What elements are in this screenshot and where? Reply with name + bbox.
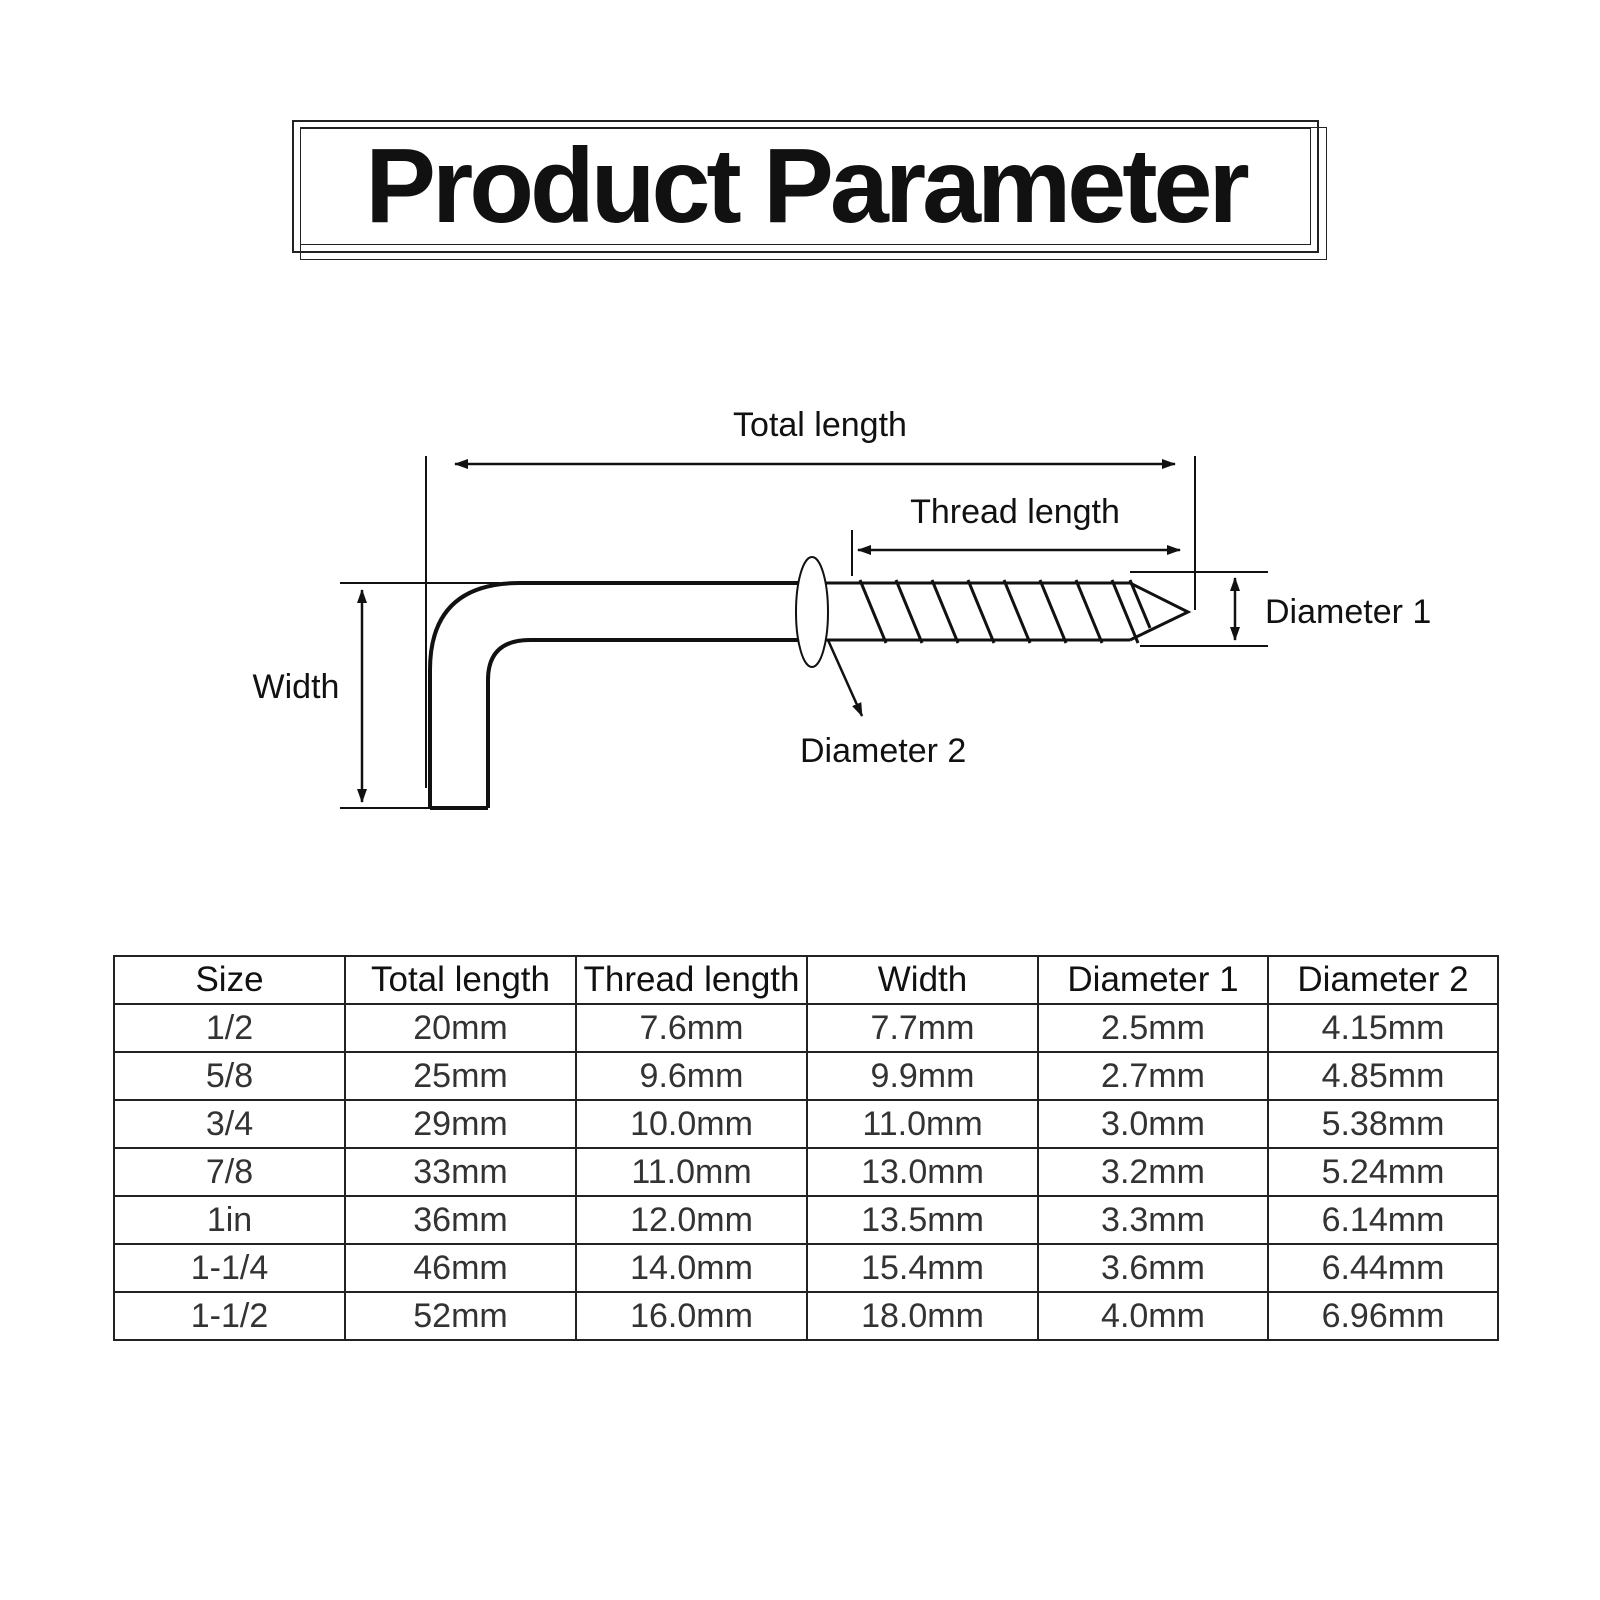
cell-total-length: 29mm xyxy=(344,1099,577,1149)
cell-width: 13.5mm xyxy=(806,1195,1039,1245)
cell-size: 1-1/2 xyxy=(113,1291,346,1341)
table-row: 1in 36mm 12.0mm 13.5mm 3.3mm 6.14mm xyxy=(113,1195,1499,1245)
cell-size: 1/2 xyxy=(113,1003,346,1053)
cell-width: 7.7mm xyxy=(806,1003,1039,1053)
cell-diameter-1: 3.3mm xyxy=(1037,1195,1269,1245)
table-row: 7/8 33mm 11.0mm 13.0mm 3.2mm 5.24mm xyxy=(113,1147,1499,1197)
spec-table: Size Total length Thread length Width Di… xyxy=(113,955,1499,1341)
thread-spirals xyxy=(858,579,1152,644)
cell-diameter-2: 6.44mm xyxy=(1267,1243,1499,1293)
cell-diameter-2: 4.15mm xyxy=(1267,1003,1499,1053)
cell-total-length: 33mm xyxy=(344,1147,577,1197)
table-row: 1-1/4 46mm 14.0mm 15.4mm 3.6mm 6.44mm xyxy=(113,1243,1499,1293)
diameter1-label: Diameter 1 xyxy=(1265,593,1431,631)
cell-size: 1in xyxy=(113,1195,346,1245)
thread-length-label: Thread length xyxy=(910,493,1120,531)
header-thread-length: Thread length xyxy=(575,955,808,1005)
cell-width: 13.0mm xyxy=(806,1147,1039,1197)
cell-thread-length: 14.0mm xyxy=(575,1243,808,1293)
cell-total-length: 25mm xyxy=(344,1051,577,1101)
cell-total-length: 20mm xyxy=(344,1003,577,1053)
table-row: 1/2 20mm 7.6mm 7.7mm 2.5mm 4.15mm xyxy=(113,1003,1499,1053)
diameter2-label: Diameter 2 xyxy=(800,732,966,770)
cell-width: 15.4mm xyxy=(806,1243,1039,1293)
cell-diameter-2: 4.85mm xyxy=(1267,1051,1499,1101)
table-row: 3/4 29mm 10.0mm 11.0mm 3.0mm 5.38mm xyxy=(113,1099,1499,1149)
header-diameter-2: Diameter 2 xyxy=(1267,955,1499,1005)
header-total-length: Total length xyxy=(344,955,577,1005)
collar-ellipse xyxy=(795,556,829,668)
cell-size: 5/8 xyxy=(113,1051,346,1101)
header-size: Size xyxy=(113,955,346,1005)
cell-diameter-2: 5.24mm xyxy=(1267,1147,1499,1197)
cell-diameter-1: 3.2mm xyxy=(1037,1147,1269,1197)
title-frame xyxy=(292,120,1319,253)
cell-diameter-1: 3.0mm xyxy=(1037,1099,1269,1149)
header-width: Width xyxy=(806,955,1039,1005)
diameter2-pointer xyxy=(826,639,864,717)
cell-total-length: 52mm xyxy=(344,1291,577,1341)
cell-size: 1-1/4 xyxy=(113,1243,346,1293)
cell-diameter-2: 5.38mm xyxy=(1267,1099,1499,1149)
page-title: Product Parameter xyxy=(365,127,1249,245)
screw-tip xyxy=(1129,581,1192,642)
cell-diameter-1: 4.0mm xyxy=(1037,1291,1269,1341)
cell-thread-length: 7.6mm xyxy=(575,1003,808,1053)
cell-diameter-1: 2.5mm xyxy=(1037,1003,1269,1053)
cell-diameter-2: 6.96mm xyxy=(1267,1291,1499,1341)
total-length-label: Total length xyxy=(733,406,907,444)
screw-hook-diagram: Total length Thread length Width xyxy=(0,380,1600,860)
cell-thread-length: 12.0mm xyxy=(575,1195,808,1245)
cell-diameter-1: 3.6mm xyxy=(1037,1243,1269,1293)
cell-thread-length: 11.0mm xyxy=(575,1147,808,1197)
cell-size: 3/4 xyxy=(113,1099,346,1149)
table-row: 5/8 25mm 9.6mm 9.9mm 2.7mm 4.85mm xyxy=(113,1051,1499,1101)
table-row: 1-1/2 52mm 16.0mm 18.0mm 4.0mm 6.96mm xyxy=(113,1291,1499,1341)
cell-total-length: 46mm xyxy=(344,1243,577,1293)
cell-size: 7/8 xyxy=(113,1147,346,1197)
hook-body-inner xyxy=(486,638,800,808)
header-diameter-1: Diameter 1 xyxy=(1037,955,1269,1005)
diagram-svg: Total length Thread length Width xyxy=(253,406,1431,810)
cell-diameter-1: 2.7mm xyxy=(1037,1051,1269,1101)
cell-thread-length: 9.6mm xyxy=(575,1051,808,1101)
hook-body-outline xyxy=(428,581,800,808)
title-frame-inner xyxy=(300,128,1311,245)
width-label: Width xyxy=(253,668,340,706)
cell-total-length: 36mm xyxy=(344,1195,577,1245)
cell-width: 9.9mm xyxy=(806,1051,1039,1101)
cell-width: 11.0mm xyxy=(806,1099,1039,1149)
cell-thread-length: 16.0mm xyxy=(575,1291,808,1341)
cell-thread-length: 10.0mm xyxy=(575,1099,808,1149)
cell-width: 18.0mm xyxy=(806,1291,1039,1341)
table-header-row: Size Total length Thread length Width Di… xyxy=(113,955,1499,1005)
cell-diameter-2: 6.14mm xyxy=(1267,1195,1499,1245)
